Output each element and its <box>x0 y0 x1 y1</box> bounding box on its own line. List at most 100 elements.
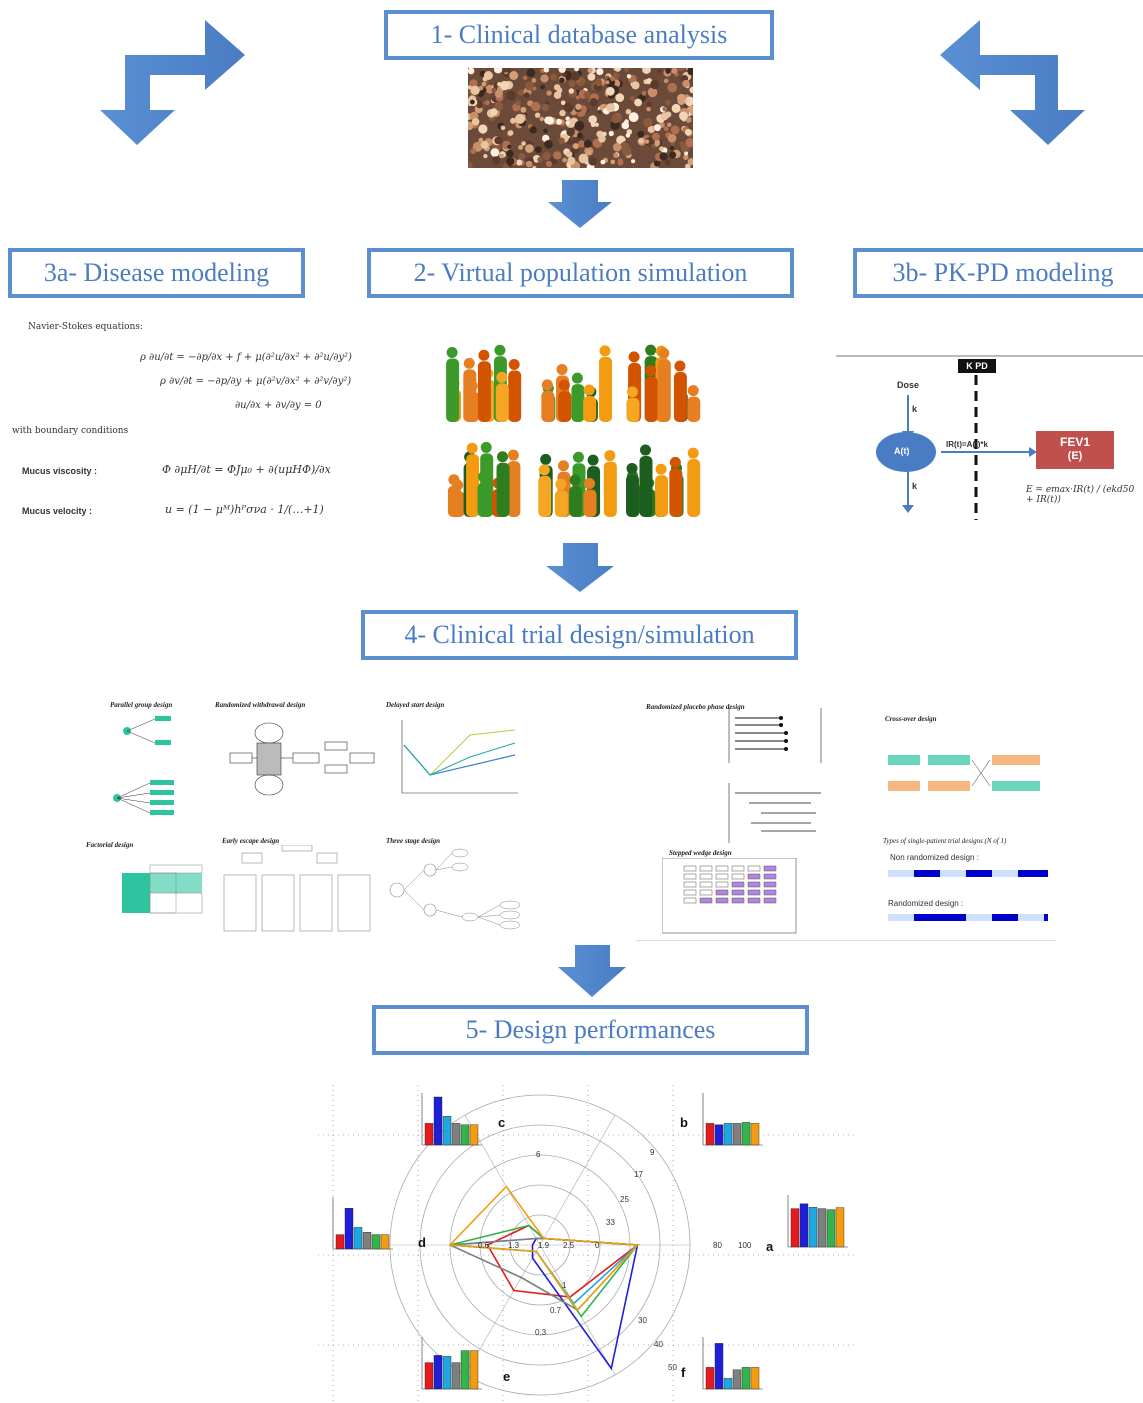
radar-tick-label: 33 <box>606 1218 615 1227</box>
disease-model-equations: Navier-Stokes equations: ρ ∂u/∂t = −∂p/∂… <box>10 318 370 528</box>
crowd-face <box>613 152 619 159</box>
design-thumbnails-left: Parallel group design Randomized withdra… <box>80 695 540 940</box>
crowd-face <box>560 100 566 106</box>
radar-tick-label: 40 <box>654 1340 663 1349</box>
crowd-face <box>617 159 624 166</box>
velocity-equation: u = (1 − μᴹ)hᴾσνa · 1/(…+1) <box>165 503 324 516</box>
crowd-face <box>641 90 647 96</box>
crowd-face <box>554 84 561 91</box>
crowd-face <box>521 141 526 146</box>
crowd-face <box>470 99 475 105</box>
crowd-face <box>597 109 603 115</box>
crowd-face <box>663 126 669 132</box>
delayed-start-diagram <box>401 720 518 794</box>
crowd-face <box>524 92 530 98</box>
crowd-face <box>612 142 622 152</box>
wedge-cell <box>763 881 777 888</box>
person-figure <box>626 462 640 517</box>
bar <box>335 1234 345 1250</box>
bar <box>826 1209 836 1248</box>
crowd-face <box>625 108 632 115</box>
crowd-face <box>490 148 500 157</box>
wedge-cell <box>699 897 713 904</box>
crowd-face <box>610 159 616 165</box>
person-figure <box>639 444 653 517</box>
crowd-face <box>478 124 488 134</box>
crowd-face <box>492 156 501 165</box>
crowd-face <box>501 68 511 73</box>
crowd-face <box>600 159 606 165</box>
bar <box>714 1343 724 1390</box>
crowd-face <box>532 165 537 168</box>
crowd-face <box>606 103 616 113</box>
virtual-population-figures <box>446 344 701 517</box>
wedge-cell <box>715 873 729 880</box>
wedge-cell <box>747 881 761 888</box>
crowd-face <box>520 106 527 113</box>
crowd-face <box>484 100 490 106</box>
crowd-face <box>671 103 681 113</box>
crowd-face <box>685 137 693 148</box>
bar <box>732 1369 742 1390</box>
person-figure <box>673 360 687 422</box>
crowd-face <box>510 117 516 124</box>
crowd-face <box>544 140 553 149</box>
step-1-box: 1- Clinical database analysis <box>384 10 774 60</box>
crowd-face <box>540 84 545 90</box>
crowd-face <box>588 115 597 124</box>
crowd-face <box>659 152 668 161</box>
person-figure <box>447 474 461 517</box>
step-3a-label: 3a- Disease modeling <box>43 258 270 287</box>
person-figure <box>687 447 701 517</box>
crowd-face <box>657 69 662 74</box>
crowd-face <box>587 68 593 73</box>
crowd-face <box>468 85 472 90</box>
wedge-cell <box>683 865 697 872</box>
radar-axis-label: b <box>680 1115 688 1130</box>
crowd-face <box>537 157 543 163</box>
bar <box>723 1123 733 1146</box>
crowd-face <box>614 68 622 72</box>
crowd-face <box>661 112 669 121</box>
viscosity-equation: Φ ∂μH/∂t = ΦJμ₀ + ∂(uμHΦ)/∂x <box>162 463 331 476</box>
radar-tick-label: 30 <box>638 1316 647 1325</box>
crowd-face <box>565 151 573 158</box>
crowd-face <box>506 91 516 101</box>
crowd-face <box>643 117 653 128</box>
crowd-face <box>679 111 688 121</box>
crowd-face <box>470 85 480 95</box>
wedge-cell <box>763 897 777 904</box>
bar <box>460 1124 470 1146</box>
crowd-face <box>575 103 582 110</box>
person-figure <box>583 477 597 517</box>
crowd-face <box>493 68 503 74</box>
crossover-diagram <box>888 755 1040 791</box>
wedge-cell <box>715 897 729 904</box>
early-escape-diagram <box>223 845 371 932</box>
crowd-face <box>583 139 592 148</box>
crowd-face <box>684 128 692 136</box>
bar <box>460 1350 470 1390</box>
radar-axis-label: c <box>498 1115 505 1130</box>
crowd-face <box>515 100 521 106</box>
crowd-face <box>562 157 568 163</box>
crowd-face <box>524 81 534 91</box>
crowd-face <box>553 91 562 99</box>
randomized-withdrawal-diagram <box>229 722 375 796</box>
crowd-face <box>516 159 523 166</box>
crowd-face <box>684 98 689 103</box>
design-thumbnails-right: Randomized placebo phase design Cross-ov… <box>636 695 1056 941</box>
radar-tick-label: 0.7 <box>550 1306 562 1315</box>
crowd-face <box>646 102 652 107</box>
bar <box>741 1367 751 1390</box>
crowd-face <box>670 125 680 135</box>
crowd-face <box>651 132 660 141</box>
crowd-face <box>596 68 604 76</box>
crowd-face <box>568 88 574 94</box>
crowd-face <box>507 144 512 149</box>
step-2-box: 2- Virtual population simulation <box>367 248 794 298</box>
step-3b-label: 3b- PK-PD modeling <box>892 258 1114 287</box>
non-randomized-label: Non randomized design : <box>890 853 979 862</box>
crowd-face <box>583 91 591 99</box>
